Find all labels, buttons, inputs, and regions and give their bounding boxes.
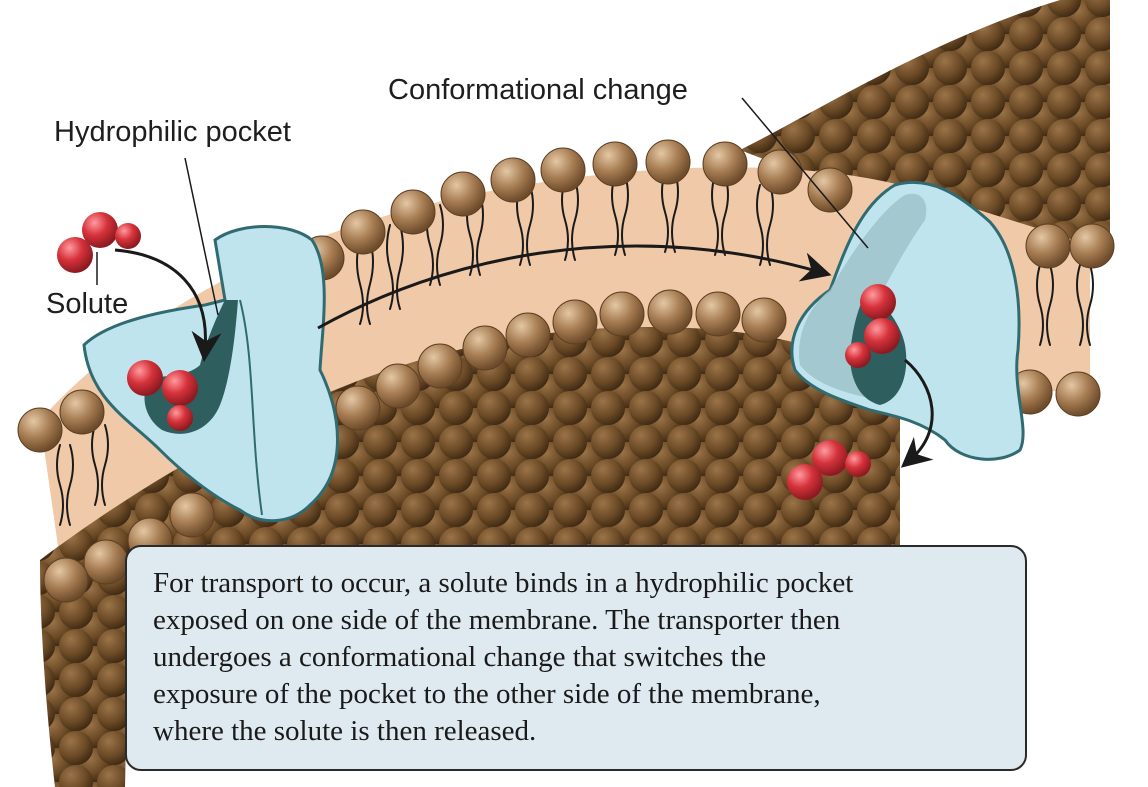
caption-line: For transport to occur, a solute binds i… [153, 567, 854, 599]
caption-line: exposed on one side of the membrane. The… [153, 604, 841, 636]
leader-lines [96, 97, 869, 316]
conformational-change-label: Conformational change [388, 74, 688, 106]
caption-line: undergoes a conformational change that s… [153, 641, 767, 673]
caption-box: For transport to occur, a solute binds i… [125, 545, 1027, 771]
curved-arrow-icon [114, 244, 934, 468]
upper-leaflet-heads [17, 139, 1115, 453]
lower-leaflet-heads [43, 289, 1101, 603]
solute-molecule-icon [57, 212, 900, 500]
caption-line: where the solute is then released. [153, 715, 537, 747]
hydrophilic-pocket-label: Hydrophilic pocket [54, 116, 291, 148]
caption-line: exposure of the pocket to the other side… [153, 678, 821, 710]
solute-label: Solute [46, 288, 129, 320]
lipid-tails [56, 171, 1094, 526]
